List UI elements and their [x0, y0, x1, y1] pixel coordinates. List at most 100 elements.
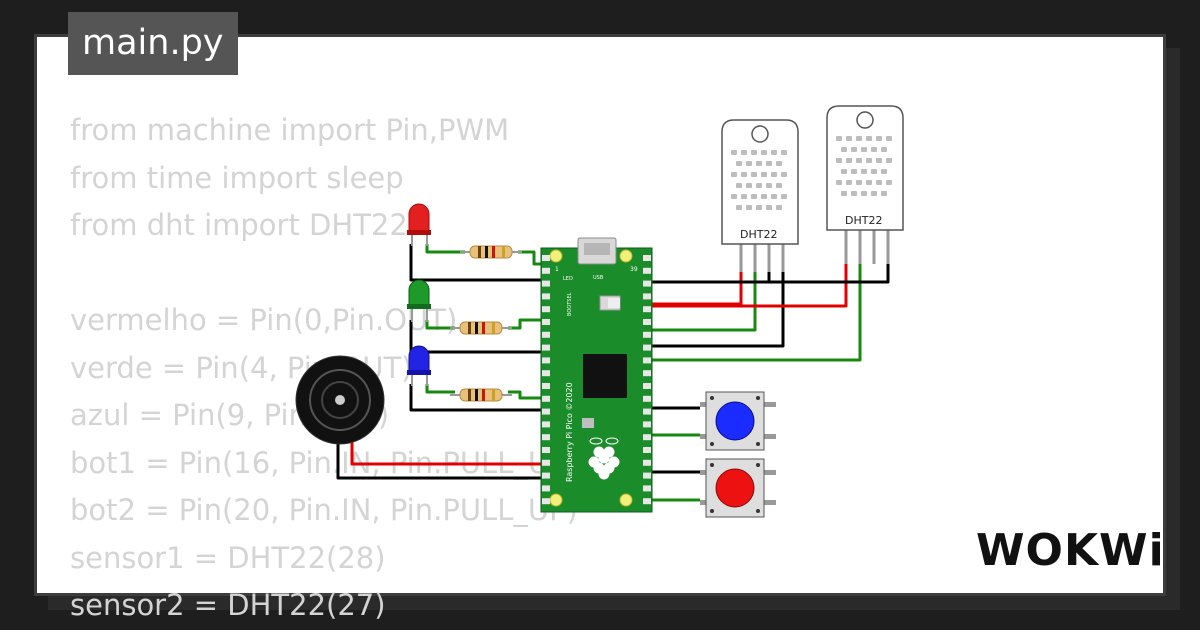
pico-pin — [643, 319, 651, 325]
grille-slot — [781, 150, 787, 155]
grille-slot — [856, 136, 862, 141]
wire-buzzer-plus — [350, 440, 552, 466]
grille-slot — [861, 147, 867, 152]
resistor-2[interactable] — [450, 321, 512, 335]
file-tab[interactable]: main.py — [68, 12, 238, 75]
led-red-body — [408, 203, 430, 235]
grille-slot — [886, 136, 892, 141]
grille-slot — [871, 169, 877, 174]
pico-pin — [643, 267, 651, 274]
grille-slot — [746, 205, 752, 210]
grille-slot — [841, 147, 847, 152]
wire-blue-resistor — [508, 390, 552, 400]
grille-slot — [776, 161, 782, 166]
dht22-sensor-2[interactable]: DHT22 — [826, 105, 904, 264]
pico-pin — [542, 306, 550, 313]
button1-cap — [715, 401, 755, 441]
grille-slot — [836, 158, 842, 163]
pico-led-label: LED — [563, 276, 573, 282]
pico-pin — [643, 395, 651, 402]
sensor2-grille — [836, 136, 892, 196]
grille-slot — [766, 161, 772, 166]
grille-slot — [846, 136, 852, 141]
grille-slot — [771, 194, 777, 199]
wire-sensor2-gnd — [645, 262, 890, 284]
grille-slot — [851, 147, 857, 152]
pico-bootsel-label: BOOTSEL — [567, 292, 573, 316]
sensor2-label: DHT22 — [845, 214, 882, 227]
pico-pin1-label: 1 — [555, 266, 559, 273]
grille-slot — [756, 205, 762, 210]
pico-pins — [542, 255, 651, 505]
pico-label: Raspberry Pi Pico ©2020 — [565, 382, 574, 482]
pico-pin — [643, 421, 651, 428]
grille-slot — [781, 172, 787, 177]
grille-slot — [736, 205, 742, 210]
pico-pin — [542, 267, 550, 274]
pico-pin — [643, 485, 651, 492]
pico-pin — [643, 434, 651, 441]
led-red[interactable] — [407, 203, 431, 246]
grille-slot — [761, 172, 767, 177]
wire-green-led-anode — [425, 320, 455, 330]
pico-pin — [542, 485, 550, 492]
grille-slot — [866, 136, 872, 141]
pico-pin — [643, 472, 651, 479]
pico-pin — [542, 408, 550, 415]
wire-sensor1-vcc — [645, 270, 743, 306]
grille-slot — [876, 136, 882, 141]
buzzer[interactable] — [295, 355, 385, 445]
grille-slot — [841, 169, 847, 174]
pico-pin — [643, 331, 651, 338]
pico-pin — [643, 357, 651, 364]
pico-pin — [643, 344, 651, 351]
pico-pin — [542, 498, 550, 505]
grille-slot — [731, 172, 737, 177]
wires — [336, 244, 890, 502]
grille-slot — [751, 194, 757, 199]
resistor-1[interactable] — [460, 245, 522, 259]
pico-pin — [542, 293, 550, 300]
pico-pin — [643, 459, 651, 466]
pico-pin — [542, 255, 550, 261]
resistor-3[interactable] — [450, 388, 512, 402]
wire-sensor2-data — [645, 262, 862, 362]
wire-sensor1-gnd — [645, 270, 785, 348]
raspberry-logo — [588, 437, 620, 480]
wire-red-led-anode — [425, 244, 465, 254]
led-green[interactable] — [407, 279, 431, 322]
pico-pin — [643, 306, 651, 313]
pico-pin — [643, 280, 651, 287]
grille-slot — [736, 161, 742, 166]
grille-slot — [886, 180, 892, 185]
grille-slot — [731, 194, 737, 199]
code-line: bot2 = Pin(20, Pin.IN, Pin.PULL_UP) — [70, 493, 578, 527]
push-button-2[interactable] — [700, 458, 776, 518]
pico-pin39-label: 39 — [630, 266, 638, 273]
pico-pin — [643, 370, 651, 377]
grille-slot — [751, 150, 757, 155]
wire-sensor1-data — [645, 270, 757, 332]
grille-slot — [871, 191, 877, 196]
led-blue-body — [408, 345, 430, 375]
grille-slot — [866, 158, 872, 163]
grille-slot — [846, 158, 852, 163]
grille-slot — [776, 205, 782, 210]
grille-slot — [836, 180, 842, 185]
pico-pin — [542, 319, 550, 325]
led-blue[interactable] — [407, 345, 431, 386]
pico-pin — [643, 408, 651, 415]
grille-slot — [766, 183, 772, 188]
pico-pin — [542, 472, 550, 479]
pico-pin — [542, 447, 550, 453]
pico-board[interactable]: Raspberry Pi Pico ©2020 USB LED BOOTSEL … — [540, 237, 653, 513]
sensor1-label: DHT22 — [740, 228, 777, 241]
push-button-1[interactable] — [700, 391, 776, 451]
grille-slot — [746, 161, 752, 166]
dht22-sensor-1[interactable]: DHT22 — [721, 119, 799, 272]
code-line: from dht import DHT22 — [70, 208, 408, 242]
grille-slot — [881, 169, 887, 174]
pico-pin — [643, 255, 651, 261]
grille-slot — [871, 147, 877, 152]
